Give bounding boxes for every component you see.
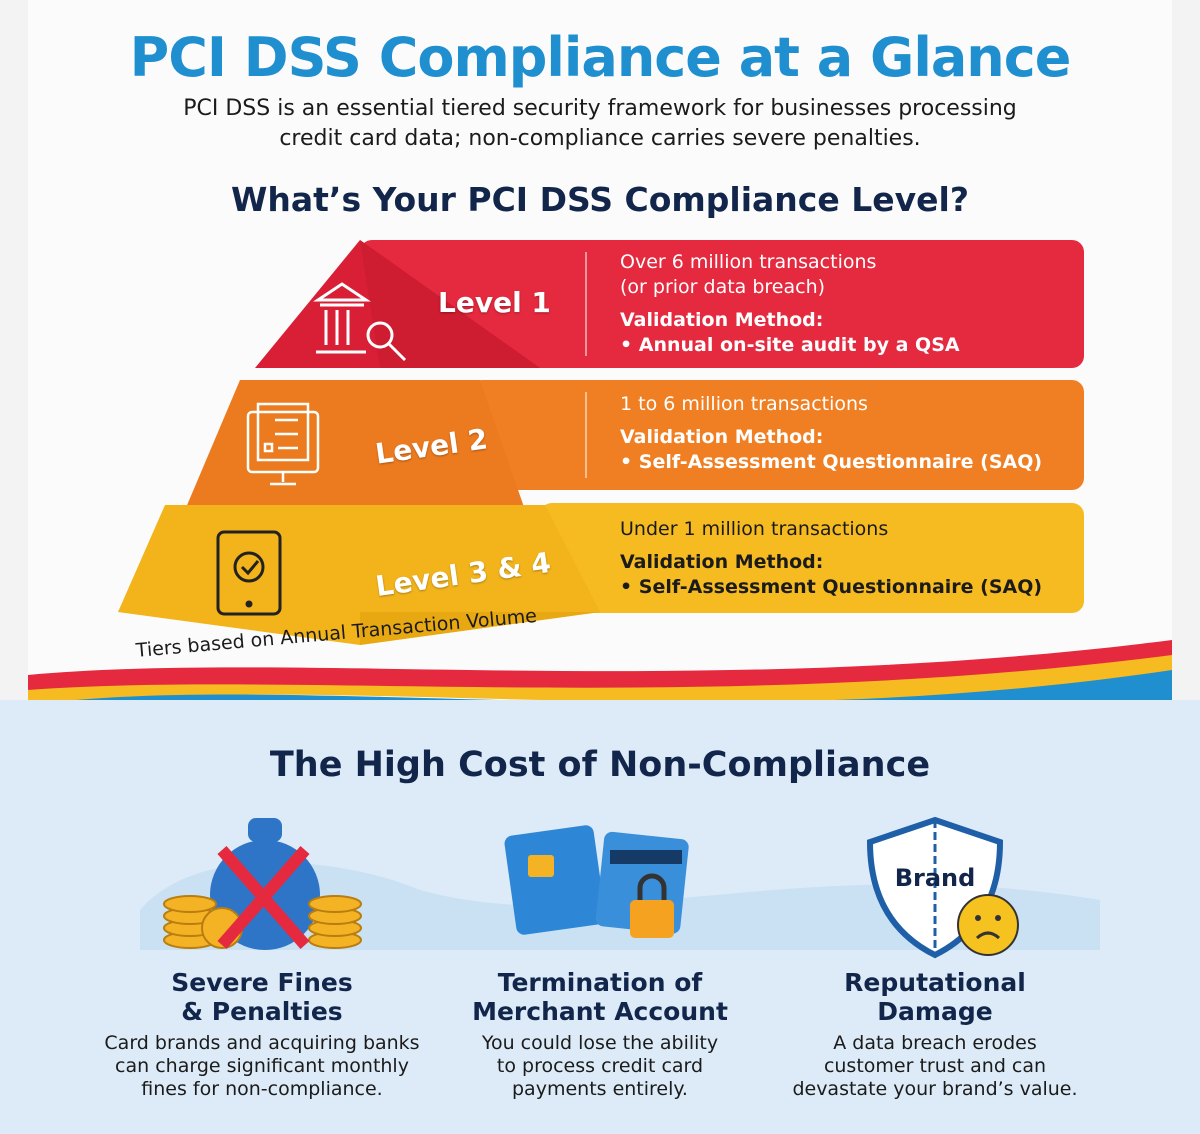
level-3-4-info: Under 1 million transactions Validation … xyxy=(620,518,1043,598)
sad-face-icon xyxy=(957,894,1019,956)
tablet-check-icon xyxy=(216,530,282,616)
cost-item-fines: Severe Fines& Penalties Card brands and … xyxy=(104,968,420,1100)
checklist-monitor-icon xyxy=(246,402,320,486)
levels-heading: What’s Your PCI DSS Compliance Level? xyxy=(231,180,969,219)
page-subtitle: PCI DSS is an essential tiered security … xyxy=(183,96,1017,151)
level-1-info: Over 6 million transactions(or prior dat… xyxy=(620,251,960,356)
pyramid-tier-3 xyxy=(118,505,600,645)
divider xyxy=(585,252,587,356)
money-bag-fines-icon xyxy=(163,818,362,950)
page-title: PCI DSS Compliance at a Glance xyxy=(129,26,1072,89)
shield-brand-text: Brand xyxy=(895,864,976,892)
level-2-bar xyxy=(470,380,1084,490)
cracked-shield-icon: Brand xyxy=(866,816,1019,959)
bank-audit-icon xyxy=(313,282,407,362)
broken-card-lock-icon xyxy=(504,825,689,938)
costs-heading: The High Cost of Non-Compliance xyxy=(269,745,931,785)
divider xyxy=(585,392,587,478)
level-3-4-bar xyxy=(540,503,1084,613)
pyramid xyxy=(28,240,1172,700)
level-2-info: 1 to 6 million transactions Validation M… xyxy=(620,393,1043,473)
cost-icons: Brand xyxy=(140,816,1100,959)
level-1-label: Level 1 xyxy=(438,286,551,319)
